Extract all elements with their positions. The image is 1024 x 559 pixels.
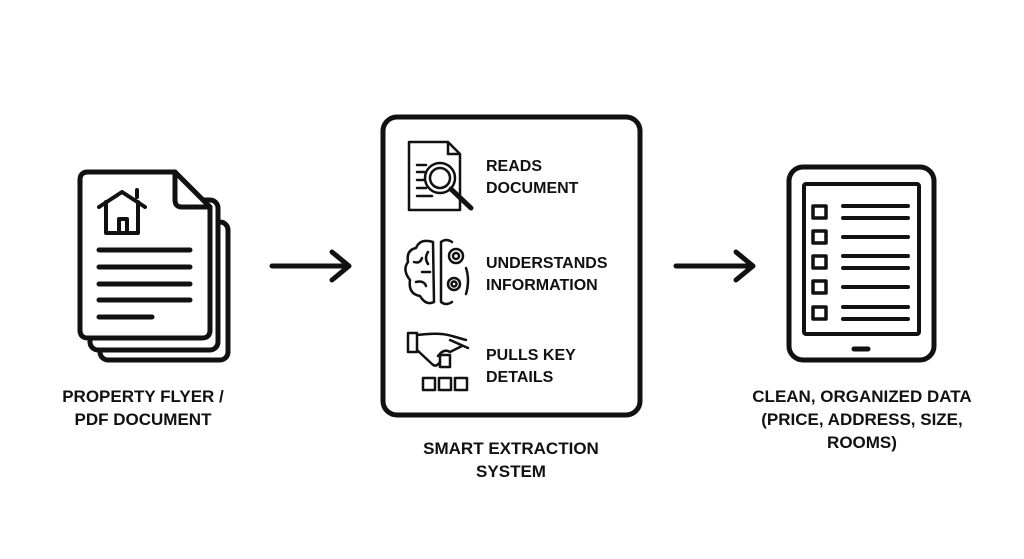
step-3-line-1: PULLS KEY (486, 347, 576, 364)
stacked-documents-with-house-icon (77, 169, 231, 363)
step-1-line-2: DOCUMENT (486, 180, 579, 197)
arrow-right-icon (269, 249, 352, 283)
tablet-checklist-icon (786, 164, 937, 363)
step-2-line-2: INFORMATION (486, 277, 598, 294)
extraction-system-box (380, 114, 643, 418)
document-magnifier-icon (407, 140, 474, 212)
hand-picking-icon (406, 331, 470, 392)
process-caption-line-2: SYSTEM (476, 462, 546, 481)
step-2-line-1: UNDERSTANDS (486, 255, 608, 272)
arrow-right-icon (673, 249, 756, 283)
process-caption-line-1: SMART EXTRACTION (423, 439, 599, 458)
source-caption-line-1: PROPERTY FLYER / (62, 387, 224, 406)
source-caption-line-2: PDF DOCUMENT (75, 410, 213, 429)
output-caption-line-2: (PRICE, ADDRESS, SIZE, (761, 410, 963, 429)
step-1-line-1: READS (486, 158, 542, 175)
output-caption-line-3: ROOMS) (827, 433, 897, 452)
step-3-line-2: DETAILS (486, 369, 554, 386)
brain-gears-icon (404, 238, 470, 306)
output-caption-line-1: CLEAN, ORGANIZED DATA (752, 387, 971, 406)
